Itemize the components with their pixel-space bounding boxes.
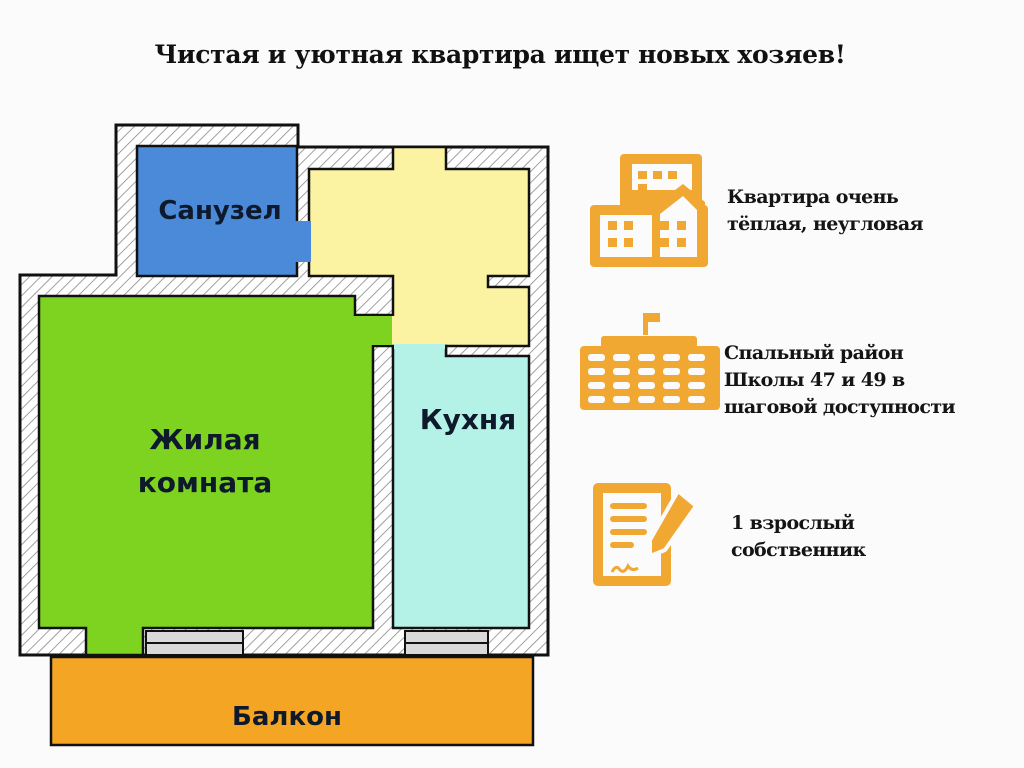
window-kitchen [404, 630, 489, 656]
living-room-label-line1: Жилая [149, 423, 260, 456]
feature-text-line: Школы 47 и 49 в [724, 369, 905, 391]
feature-district-schools: Спальный район Школы 47 и 49 в шаговой д… [724, 340, 956, 421]
kitchen [391, 344, 531, 630]
document-pen-icon [593, 483, 699, 586]
living-room-label-line2: комната [138, 466, 273, 499]
page-title: Чистая и уютная квартира ищет новых хозя… [154, 40, 846, 69]
balcony [49, 655, 535, 747]
bathroom-label: Санузел [158, 196, 281, 226]
feature-text-line: Квартира очень [727, 186, 899, 208]
living-room [37, 294, 375, 657]
feature-owner: 1 взрослый собственник [731, 510, 866, 564]
buildings-icon [590, 154, 708, 267]
school-icon [580, 313, 720, 410]
kitchen-label: Кухня [420, 403, 517, 436]
feature-text-line: Спальный район [724, 342, 904, 364]
balcony-label: Балкон [232, 702, 342, 732]
feature-warm-apartment: Квартира очень тёплая, неугловая [727, 184, 924, 238]
feature-text-line: тёплая, неугловая [727, 213, 924, 235]
feature-text-line: собственник [731, 539, 866, 561]
window-living [145, 630, 244, 656]
feature-text-line: шаговой доступности [724, 396, 956, 418]
feature-text-line: 1 взрослый [731, 512, 855, 534]
bathroom [135, 144, 299, 278]
hall [307, 145, 531, 358]
